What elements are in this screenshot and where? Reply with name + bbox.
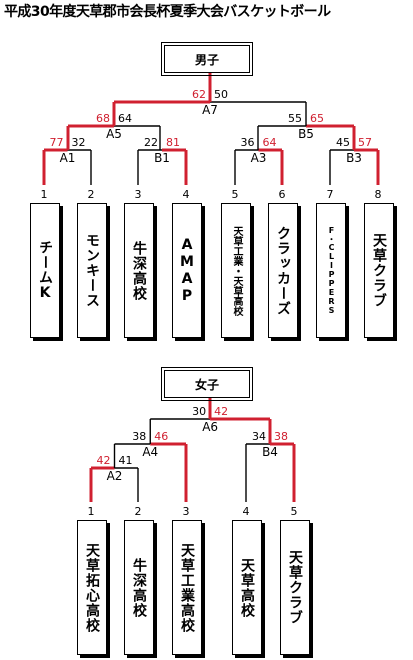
- boys-team-3-number: 3: [135, 188, 142, 201]
- boys-team-5-name: 天草工業・天草高校: [231, 225, 242, 316]
- girls-team-4-box: 天草高校: [232, 520, 262, 655]
- boys-team-6-number: 6: [279, 188, 286, 201]
- boys-team-6-name: クラッカーズ: [275, 225, 291, 316]
- boys-A1-right-score: 32: [72, 136, 86, 149]
- boys-team-4-box: AMAP: [172, 203, 202, 338]
- boys-B5-left-score: 55: [288, 112, 302, 125]
- girls-team-2-number: 2: [135, 505, 142, 518]
- girls-B4-label: B4: [262, 445, 278, 459]
- boys-B1-label: B1: [154, 151, 170, 165]
- boys-header: 男子: [161, 42, 253, 76]
- girls-A4-right-score: 46: [154, 430, 168, 443]
- girls-A4-label: A4: [142, 445, 158, 459]
- boys-team-8-name: 天草クラブ: [371, 233, 387, 308]
- girls-team-3-box: 天草工業高校: [172, 520, 202, 655]
- girls-team-4-name: 天草高校: [239, 557, 255, 618]
- boys-A5-label: A5: [106, 127, 122, 141]
- boys-B1-left-score: 22: [144, 136, 158, 149]
- boys-team-2-box: モンキース: [77, 203, 107, 338]
- girls-A2-label: A2: [107, 469, 123, 483]
- girls-team-4-number: 4: [243, 505, 250, 518]
- boys-team-3-name: 牛深高校: [131, 240, 147, 301]
- girls-A6-label: A6: [202, 420, 218, 434]
- boys-team-5-box: 天草工業・天草高校: [221, 203, 251, 338]
- girls-team-1-number: 1: [88, 505, 95, 518]
- boys-team-8-number: 8: [375, 188, 382, 201]
- girls-team-3-name: 天草工業高校: [179, 542, 195, 633]
- boys-team-2-name: モンキース: [84, 233, 100, 308]
- boys-A1-left-score: 77: [50, 136, 64, 149]
- boys-team-1-name: チームK: [37, 239, 53, 302]
- boys-B5-label: B5: [298, 127, 314, 141]
- girls-team-5-number: 5: [291, 505, 298, 518]
- girls-team-1-name: 天草拓心高校: [84, 542, 100, 633]
- boys-team-1-number: 1: [41, 188, 48, 201]
- boys-team-7-box: F・CLIPPERS: [316, 203, 346, 338]
- girls-team-5-name: 天草クラブ: [287, 550, 303, 625]
- boys-A7-label: A7: [202, 103, 218, 117]
- boys-A7-right-score: 50: [214, 88, 228, 101]
- boys-team-4-number: 4: [183, 188, 190, 201]
- girls-team-1-box: 天草拓心高校: [77, 520, 107, 655]
- boys-A5-right-score: 64: [118, 112, 132, 125]
- boys-A3-right-score: 64: [263, 136, 277, 149]
- boys-team-2-number: 2: [88, 188, 95, 201]
- boys-A3-label: A3: [251, 151, 267, 165]
- girls-team-2-box: 牛深高校: [124, 520, 154, 655]
- boys-team-7-number: 7: [327, 188, 334, 201]
- girls-B4-right-score: 38: [274, 430, 288, 443]
- boys-A3-left-score: 36: [241, 136, 255, 149]
- boys-team-3-box: 牛深高校: [124, 203, 154, 338]
- boys-B3-left-score: 45: [336, 136, 350, 149]
- girls-A4-left-score: 38: [132, 430, 146, 443]
- page-title: 平成30年度天草郡市会長杯夏季大会バスケットボール: [4, 4, 331, 20]
- girls-B4-left-score: 34: [252, 430, 266, 443]
- boys-B1-right-score: 81: [166, 136, 180, 149]
- girls-team-3-number: 3: [183, 505, 190, 518]
- boys-A5-left-score: 68: [96, 112, 110, 125]
- girls-A6-left-score: 30: [192, 405, 206, 418]
- boys-B3-right-score: 57: [358, 136, 372, 149]
- girls-A2-left-score: 42: [97, 454, 111, 467]
- boys-team-7-name: F・CLIPPERS: [327, 226, 336, 315]
- girls-A6-right-score: 42: [214, 405, 228, 418]
- boys-team-5-number: 5: [232, 188, 239, 201]
- boys-A1-label: A1: [60, 151, 76, 165]
- boys-team-4-name: AMAP: [179, 236, 195, 305]
- boys-A7-left-score: 62: [192, 88, 206, 101]
- boys-team-6-box: クラッカーズ: [268, 203, 298, 338]
- girls-header: 女子: [161, 367, 253, 401]
- boys-team-8-box: 天草クラブ: [364, 203, 394, 338]
- girls-team-5-box: 天草クラブ: [280, 520, 310, 655]
- boys-team-1-box: チームK: [30, 203, 60, 338]
- girls-team-2-name: 牛深高校: [131, 557, 147, 618]
- boys-B5-right-score: 65: [310, 112, 324, 125]
- girls-A2-right-score: 41: [119, 454, 133, 467]
- boys-B3-label: B3: [346, 151, 362, 165]
